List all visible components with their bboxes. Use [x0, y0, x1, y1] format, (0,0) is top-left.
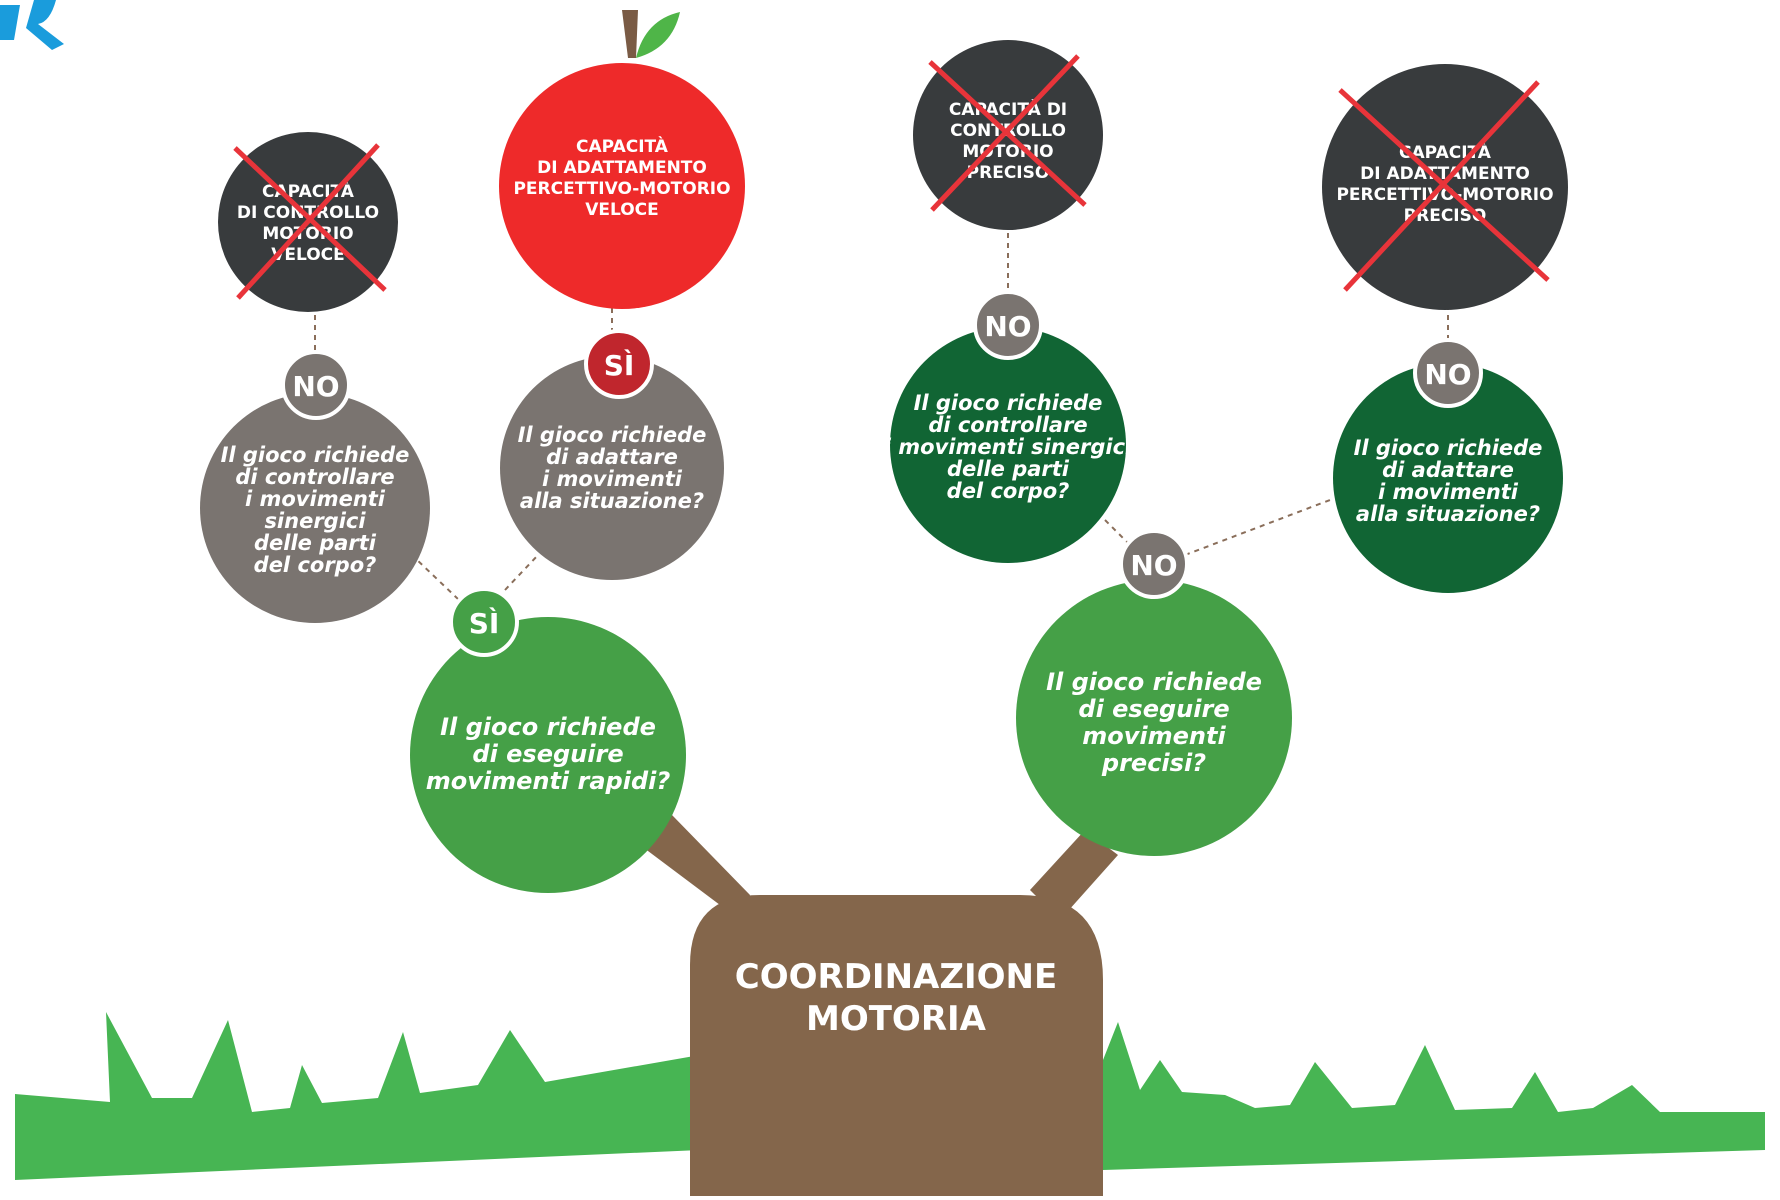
question-rapid-line-2: di eseguire — [472, 740, 623, 768]
question-control-precise-line-4: delle parti — [947, 457, 1070, 481]
connectors — [314, 230, 1449, 621]
badge-no-adapt-precise-label: NO — [1424, 358, 1471, 391]
question-precise-line-3: movimenti — [1082, 722, 1226, 750]
result-control-fast-line-2: DI CONTROLLO — [237, 203, 379, 223]
badge-si-adapt: SÌ — [584, 329, 654, 399]
question-control-rapid-line-2: di controllare — [235, 465, 394, 489]
cross-icon — [928, 54, 1087, 212]
result-adapt-fast-line-1: CAPACITÀ — [576, 135, 669, 157]
question-control-precise-line-2: di controllare — [928, 413, 1087, 437]
question-adapt-precise-line-2: di adattare — [1382, 458, 1514, 482]
result-adapt-fast-line-4: VELOCE — [585, 200, 659, 220]
question-control-rapid-line-1: Il gioco richiede — [221, 443, 410, 467]
result-adapt-precise-line-2: DI ADATTAMENTO — [1360, 164, 1530, 184]
trunk-shape — [690, 895, 1103, 1196]
brand-logo-icon — [0, 0, 64, 50]
result-adapt-precise-line-4: PRECISO — [1404, 206, 1487, 226]
result-node-control-precise: CAPACITÀ DICONTROLLOMOTORIOPRECISO — [913, 40, 1103, 230]
apple-stem — [622, 10, 638, 58]
cross-icon — [233, 143, 387, 300]
trunk-label-line-2: MOTORIA — [806, 999, 987, 1039]
question-precise-line-4: precisi? — [1101, 749, 1206, 777]
question-adapt-rapid-line-4: alla situazione? — [520, 489, 704, 513]
cross-icon — [1338, 80, 1550, 292]
grass-right — [1103, 1022, 1765, 1170]
connector-rapid-to-adapt — [504, 554, 539, 591]
result-adapt-precise-line-3: PERCETTIVO-MOTORIO — [1336, 185, 1553, 205]
badge-si-rapid-label: SÌ — [469, 606, 500, 640]
question-rapid-line-1: Il gioco richiede — [440, 713, 656, 741]
leaf-icon — [636, 12, 680, 58]
badge-no-control-precise: NO — [973, 290, 1043, 360]
result-adapt-fast-line-2: DI ADATTAMENTO — [537, 158, 707, 178]
question-adapt-rapid-line-1: Il gioco richiede — [518, 423, 707, 447]
question-adapt-rapid-line-3: i movimenti — [542, 467, 683, 491]
branch-left — [640, 815, 750, 920]
question-adapt-precise-line-1: Il gioco richiede — [1354, 436, 1543, 460]
badge-si-rapid: SÌ — [449, 587, 519, 657]
result-control-precise-line-1: CAPACITÀ DI — [949, 98, 1067, 120]
question-control-precise-line-5: del corpo? — [947, 479, 1070, 503]
badge-no-precise-label: NO — [1130, 549, 1177, 582]
badge-si-adapt-label: SÌ — [604, 348, 635, 382]
question-control-rapid-line-3: i movimenti — [245, 487, 386, 511]
question-control-rapid-line-4: sinergici — [264, 509, 366, 533]
question-adapt-rapid-line-2: di adattare — [546, 445, 678, 469]
result-adapt-fast-line-3: PERCETTIVO-MOTORIO — [513, 179, 730, 199]
question-control-precise-line-1: Il gioco richiede — [914, 391, 1103, 415]
apple-stem-group — [622, 10, 680, 58]
grass-left — [15, 1012, 700, 1180]
branch-right — [1030, 830, 1118, 920]
result-control-precise-line-3: MOTORIO — [962, 142, 1053, 162]
connector-precise-to-adapt — [1184, 499, 1331, 556]
question-adapt-precise-line-4: alla situazione? — [1356, 502, 1540, 526]
result-control-fast-line-3: MOTORIO — [262, 224, 353, 244]
result-control-fast-line-4: VELOCE — [271, 245, 345, 265]
question-rapid-line-3: movimenti rapidi? — [426, 767, 671, 795]
badge-no-control-precise-label: NO — [984, 310, 1031, 343]
question-control-precise-line-3: i movimenti sinergici — [884, 435, 1133, 459]
question-precise-line-1: Il gioco richiede — [1046, 668, 1262, 696]
trunk-label-line-1: COORDINAZIONE — [735, 957, 1057, 997]
badge-no-control-rapid-label: NO — [292, 370, 339, 403]
question-precise-line-2: di eseguire — [1078, 695, 1229, 723]
question-control-rapid-line-5: delle parti — [254, 531, 377, 555]
question-control-rapid-line-6: del corpo? — [254, 553, 377, 577]
grass — [15, 1012, 1765, 1180]
question-adapt-precise-line-3: i movimenti — [1378, 480, 1519, 504]
badge-no-control-rapid: NO — [281, 350, 351, 420]
connector-precise-to-control — [1104, 519, 1131, 546]
badge-no-adapt-precise: NO — [1413, 338, 1483, 408]
result-control-precise-line-4: PRECISO — [967, 163, 1050, 183]
badge-no-precise: NO — [1119, 529, 1189, 599]
